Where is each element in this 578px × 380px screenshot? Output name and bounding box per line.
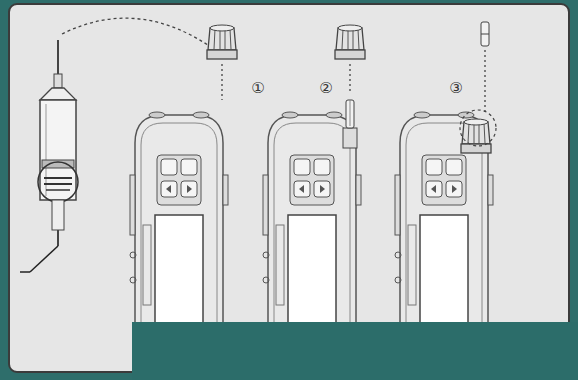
step-number: ② [319,81,332,96]
cap [335,25,365,59]
connector-piece [481,22,489,46]
cap [461,119,491,153]
teal-band [132,322,578,380]
step-number: ③ [449,81,462,96]
cap [207,25,237,59]
step-number: ① [251,81,264,96]
